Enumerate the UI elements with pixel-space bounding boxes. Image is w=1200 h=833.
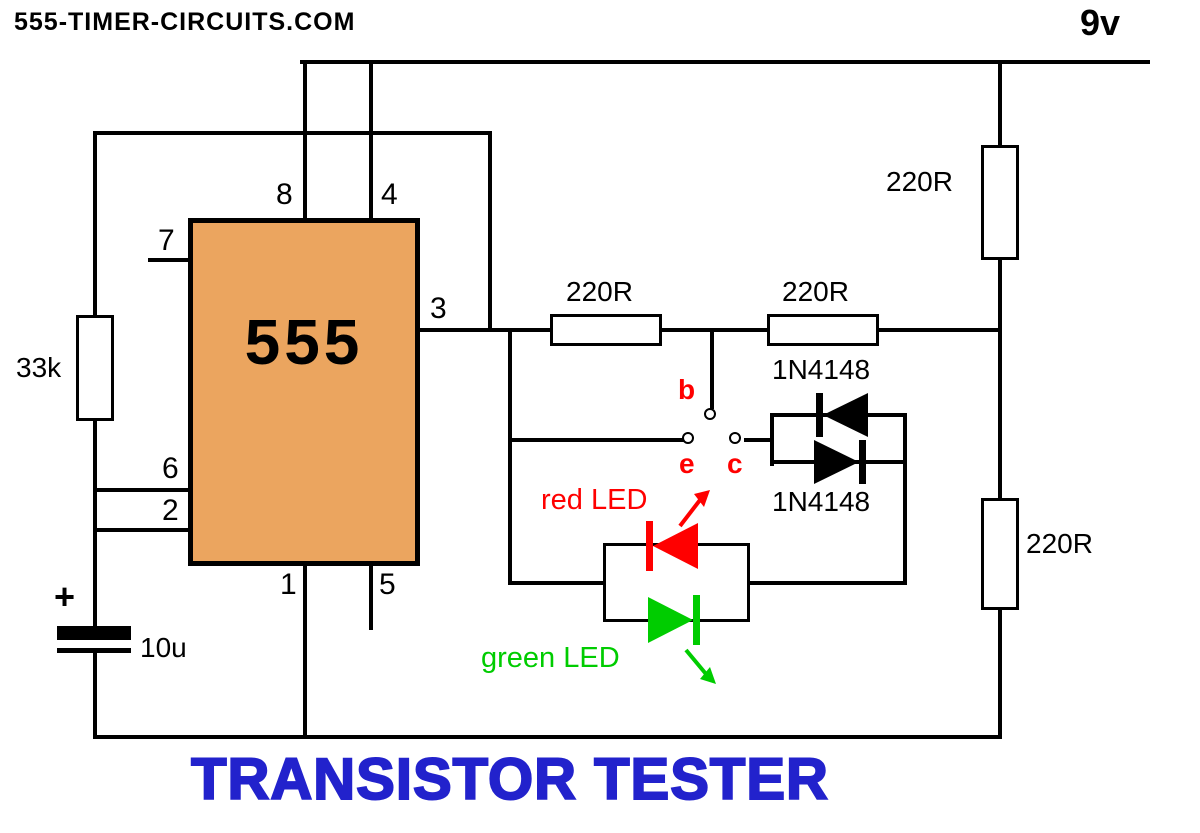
- wire-right-rail-middle: [998, 258, 1002, 502]
- diode-1n4148-bottom-icon: [814, 440, 866, 484]
- wire-base-drop: [710, 328, 714, 409]
- wire-pin8: [303, 60, 307, 220]
- wire-pin1: [303, 564, 307, 739]
- ic-555-label: 555: [244, 306, 364, 378]
- green-led-icon: [648, 595, 700, 645]
- resistor-220r-output-left: [550, 314, 662, 346]
- red-led-icon: [646, 521, 698, 571]
- label-green-led: green LED: [481, 642, 620, 674]
- wire-output-right: [877, 328, 1002, 332]
- site-watermark: 555-TIMER-CIRCUITS.COM: [14, 8, 356, 36]
- pin-label-1: 1: [280, 568, 297, 601]
- wire-diode-left: [770, 413, 774, 466]
- label-220r-bottom-right: 220R: [1026, 528, 1093, 559]
- wire-pin4: [369, 60, 373, 220]
- wire-pin6: [93, 488, 192, 492]
- wire-left-rail-upper: [93, 131, 97, 318]
- wire-pin2: [93, 528, 192, 532]
- wire-led-left: [508, 581, 607, 585]
- label-diode-top: 1N4148: [772, 354, 871, 385]
- wire-right-rail-lower: [998, 608, 1002, 739]
- wire-bottom-rail: [93, 735, 1002, 739]
- wire-left-rail-lower: [93, 652, 97, 739]
- wire-diode-right-drop: [903, 413, 907, 585]
- green-led-arrow-icon: [684, 648, 716, 684]
- wire-led-right: [748, 581, 907, 585]
- label-cap-value: 10u: [140, 632, 187, 663]
- test-point-emitter: [682, 432, 694, 444]
- pin-label-5: 5: [379, 568, 396, 601]
- wire-output-mid: [660, 328, 770, 332]
- label-220r-output-left: 220R: [566, 276, 633, 307]
- label-cap-polarity: +: [54, 576, 76, 617]
- capacitor-plate-top: [57, 626, 131, 640]
- wire-top-left-branch: [93, 131, 492, 135]
- label-220r-output-right: 220R: [782, 276, 849, 307]
- test-point-base: [704, 408, 716, 420]
- wire-top-power-rail: [300, 60, 1150, 64]
- label-test-point-collector: c: [727, 448, 743, 479]
- wire-left-drop: [508, 328, 512, 585]
- ic-555: 555: [188, 218, 420, 566]
- wire-pin5-stub: [369, 564, 373, 630]
- wire-collector: [744, 438, 772, 442]
- wire-pin7-stub: [148, 258, 192, 262]
- pin-label-8: 8: [276, 178, 293, 211]
- wire-branch-to-pin3: [488, 131, 492, 332]
- wire-emitter: [508, 438, 684, 442]
- resistor-220r-bottom-right: [981, 498, 1019, 610]
- test-point-collector: [729, 432, 741, 444]
- circuit-title: TRANSISTOR TESTER: [190, 746, 829, 813]
- label-diode-bottom: 1N4148: [772, 486, 871, 517]
- wire-pin3: [418, 328, 552, 332]
- resistor-220r-top-right: [981, 145, 1019, 260]
- capacitor-plate-bottom: [57, 648, 131, 653]
- pin-label-6: 6: [162, 452, 179, 485]
- red-led-arrow-icon: [678, 490, 710, 528]
- diode-1n4148-top-icon: [816, 393, 868, 437]
- label-test-point-emitter: e: [679, 448, 695, 479]
- pin-label-2: 2: [162, 494, 179, 527]
- pin-label-4: 4: [381, 178, 398, 211]
- resistor-220r-output-right: [767, 314, 879, 346]
- wire-left-rail-middle: [93, 418, 97, 630]
- pin-label-7: 7: [158, 224, 175, 257]
- pin-label-3: 3: [430, 292, 447, 325]
- label-test-point-base: b: [678, 374, 696, 405]
- supply-voltage-label: 9v: [1080, 2, 1121, 43]
- label-red-led: red LED: [541, 484, 648, 516]
- label-33k: 33k: [16, 352, 62, 383]
- wire-right-rail-upper: [998, 60, 1002, 149]
- label-220r-top-right: 220R: [886, 166, 953, 197]
- resistor-33k: [76, 315, 114, 421]
